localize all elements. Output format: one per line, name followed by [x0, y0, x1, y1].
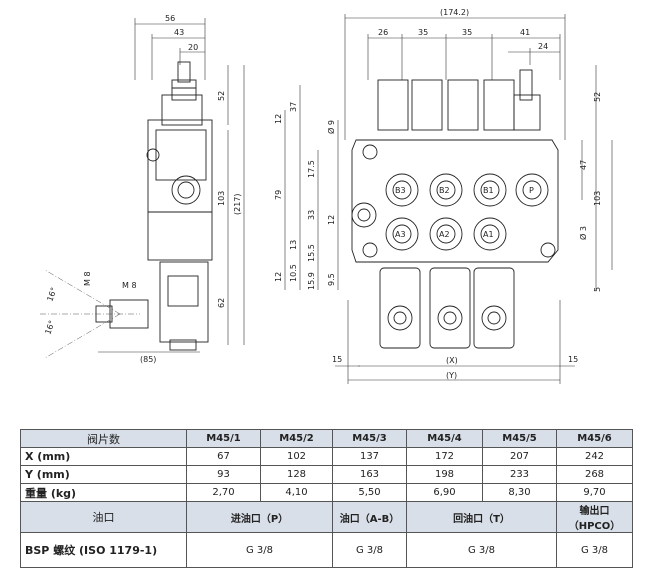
dim-left-15-9: 15.9	[307, 272, 316, 290]
table-cell: 198	[406, 465, 483, 484]
dim-left-12a: 12	[274, 114, 283, 124]
table-cell: 2,70	[186, 483, 261, 502]
table-header-cell: M45/4	[406, 429, 483, 448]
dim-85: (85)	[140, 355, 156, 364]
table-header-cell: M45/5	[482, 429, 557, 448]
dim-52: 52	[217, 91, 226, 101]
table-cell: 67	[186, 447, 261, 466]
technical-drawing: 56 43 20 52 103 (217) 62 (85) M 8 16° 16…	[40, 8, 613, 384]
dim-bottom-15b: 15	[568, 355, 578, 364]
dim-left-33: 33	[307, 210, 316, 220]
table-cell: 207	[482, 447, 557, 466]
table-row: 重量 (kg) 2,70 4,10 5,50 6,90 8,30 9,70	[20, 483, 633, 502]
dim-bottom-15a: 15	[332, 355, 342, 364]
dim-left-13: 13	[289, 240, 298, 250]
spec-table: 阀片数 M45/1 M45/2 M45/3 M45/4 M45/5 M45/6 …	[20, 429, 633, 568]
table-cell: 172	[406, 447, 483, 466]
table-cell: 6,90	[406, 483, 483, 502]
port-label-a1: A1	[483, 230, 494, 239]
table-row-label: 重量 (kg)	[20, 483, 187, 502]
dim-left-15-5: 15.5	[307, 244, 316, 262]
table-cell: 163	[332, 465, 407, 484]
dim-62: 62	[217, 298, 226, 308]
dim-bottom-x: (X)	[446, 356, 458, 365]
dim-bottom-y: (Y)	[446, 371, 457, 380]
dim-left-79: 79	[274, 190, 283, 200]
port-label-b2: B2	[439, 186, 450, 195]
side-view: 56 43 20 52 103 (217) 62 (85) M 8 16° 16…	[40, 14, 245, 364]
dim-m8-horizontal: M 8	[122, 281, 137, 290]
port-header-cell: 输出口（HPCO）	[556, 501, 633, 533]
table-header-cell: M45/2	[260, 429, 333, 448]
table-row-label: X (mm)	[20, 447, 187, 466]
dim-top-24: 24	[538, 42, 548, 51]
dim-top-174-2: (174.2)	[440, 8, 469, 17]
dim-left-12c: 12	[274, 272, 283, 282]
dim-right-dia3: Ø 3	[578, 226, 588, 240]
table-cell: 9,70	[556, 483, 633, 502]
table-row-label: Y (mm)	[20, 465, 187, 484]
dim-angle-lower: 16°	[43, 319, 56, 335]
dim-top-35a: 35	[418, 28, 428, 37]
bsp-cell: G 3/8	[556, 532, 633, 568]
dim-left-37: 37	[289, 102, 298, 112]
table-header-row: 阀片数 M45/1 M45/2 M45/3 M45/4 M45/5 M45/6	[20, 429, 633, 448]
port-label-a2: A2	[439, 230, 450, 239]
port-label-p: P	[529, 186, 534, 195]
table-row: X (mm) 67 102 137 172 207 242	[20, 447, 633, 466]
dim-43: 43	[174, 28, 184, 37]
port-header-row: 油口 进油口（P） 油口（A-B） 回油口（T） 输出口（HPCO）	[20, 501, 633, 533]
dim-left-17-5: 17.5	[307, 160, 316, 178]
dim-right-52: 52	[593, 92, 602, 102]
bsp-cell: G 3/8	[406, 532, 557, 568]
table-header-cell: M45/3	[332, 429, 407, 448]
table-cell: 242	[556, 447, 633, 466]
dim-217: (217)	[233, 193, 242, 215]
dim-20: 20	[188, 43, 198, 52]
bsp-cell: G 3/8	[186, 532, 333, 568]
table-cell: 128	[260, 465, 333, 484]
table-row: Y (mm) 93 128 163 198 233 268	[20, 465, 633, 484]
port-label-b3: B3	[395, 186, 406, 195]
table-cell: 137	[332, 447, 407, 466]
table-cell: 8,30	[482, 483, 557, 502]
dim-left-12b: 12	[327, 215, 336, 225]
dim-right-103: 103	[593, 191, 602, 206]
port-header-label: 油口	[20, 501, 187, 533]
dim-angle-upper: 16°	[45, 286, 58, 302]
table-cell: 233	[482, 465, 557, 484]
table-cell: 102	[260, 447, 333, 466]
dim-left-9-5: 9.5	[327, 273, 336, 286]
bsp-row: BSP 螺纹 (ISO 1179-1) G 3/8 G 3/8 G 3/8 G …	[20, 532, 633, 568]
dim-left-10-5: 10.5	[289, 264, 298, 282]
table-header-label: 阀片数	[20, 429, 187, 448]
front-view: B3 B2 B1 P A3 A2 A1 12 37 Ø 9 79 17.5 33…	[274, 8, 613, 384]
table-header-cell: M45/6	[556, 429, 633, 448]
port-header-cell: 回油口（T）	[406, 501, 557, 533]
table-cell: 268	[556, 465, 633, 484]
dim-left-dia9: Ø 9	[326, 120, 336, 134]
port-label-a3: A3	[395, 230, 406, 239]
port-label-b1: B1	[483, 186, 494, 195]
dim-top-35b: 35	[462, 28, 472, 37]
port-header-cell: 油口（A-B）	[332, 501, 407, 533]
dim-right-47: 47	[579, 160, 588, 170]
dim-56: 56	[165, 14, 175, 23]
bsp-label: BSP 螺纹 (ISO 1179-1)	[20, 532, 187, 568]
table-header-cell: M45/1	[186, 429, 261, 448]
dim-right-5: 5	[593, 287, 602, 292]
table-cell: 4,10	[260, 483, 333, 502]
port-header-cell: 进油口（P）	[186, 501, 333, 533]
bsp-cell: G 3/8	[332, 532, 407, 568]
dim-m8-vertical: M 8	[83, 271, 92, 286]
dim-top-26: 26	[378, 28, 388, 37]
table-cell: 93	[186, 465, 261, 484]
dim-top-41: 41	[520, 28, 530, 37]
dim-103: 103	[217, 191, 226, 206]
table-cell: 5,50	[332, 483, 407, 502]
